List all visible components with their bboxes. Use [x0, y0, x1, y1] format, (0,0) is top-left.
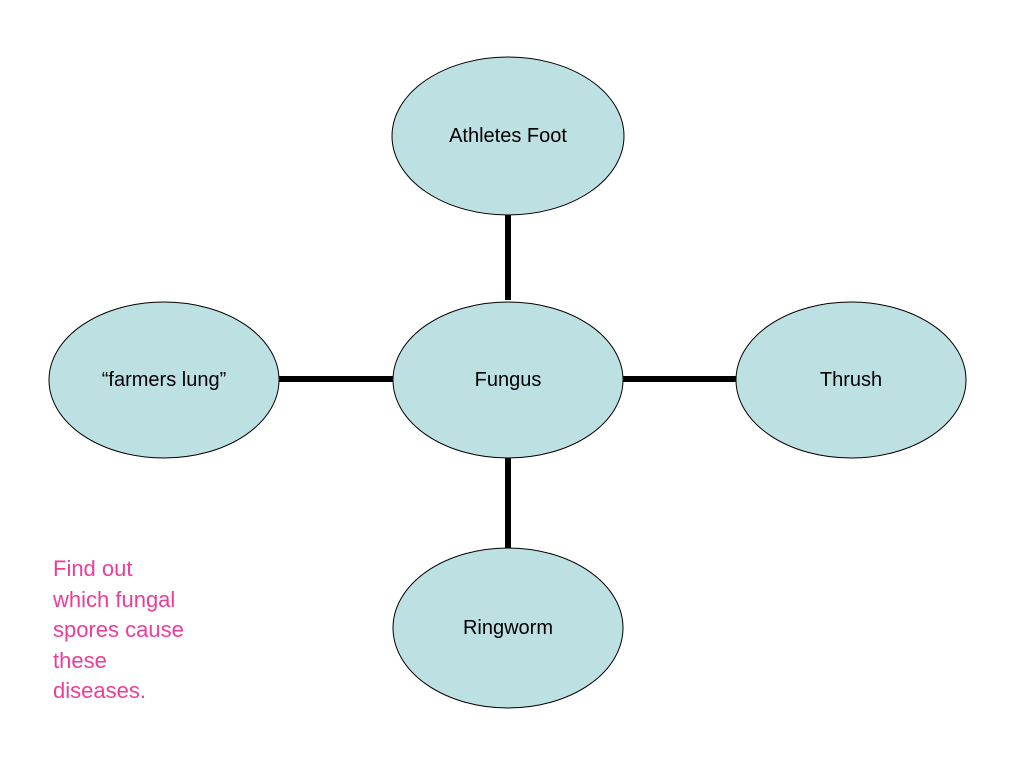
node-left-shape: [48, 301, 280, 459]
node-center-label: Fungus: [475, 369, 542, 391]
node-left-label: “farmers lung”: [102, 369, 226, 391]
node-bottom: Ringworm: [392, 547, 624, 709]
instruction-note-line: which fungal: [53, 586, 176, 612]
node-top-label: Athletes Foot: [449, 125, 567, 147]
node-right: Thrush: [735, 301, 967, 459]
node-right-shape: [735, 301, 967, 459]
node-center-shape: [392, 301, 624, 459]
node-center: Fungus: [392, 301, 624, 459]
node-top: Athletes Foot: [391, 56, 625, 216]
instruction-note: Find out which fungal spores cause these…: [53, 554, 228, 707]
node-top-shape: [391, 56, 625, 216]
instruction-note-line: Find out: [53, 556, 133, 581]
node-bottom-label: Ringworm: [463, 617, 553, 639]
instruction-note-line: these: [53, 647, 107, 673]
node-right-label: Thrush: [820, 369, 882, 391]
instruction-note-line: diseases.: [53, 678, 146, 703]
node-bottom-shape: [392, 547, 624, 709]
node-left: “farmers lung”: [48, 301, 280, 459]
instruction-note-line: spores cause: [53, 617, 184, 642]
